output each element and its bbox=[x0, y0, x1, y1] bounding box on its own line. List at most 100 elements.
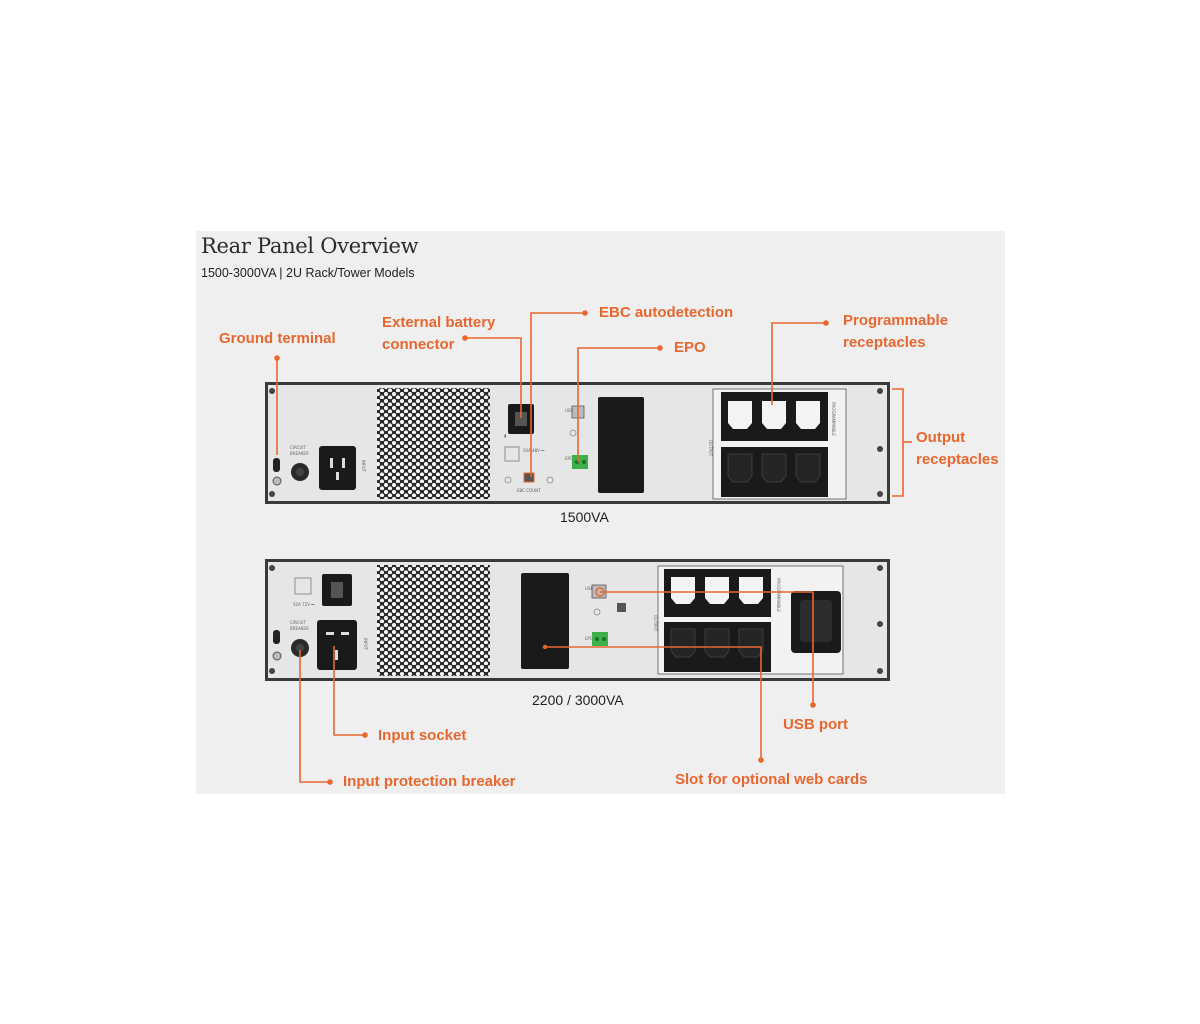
ebc-autodetection-line bbox=[530, 312, 585, 477]
ebc-count-label: EBC COUNT bbox=[517, 488, 541, 493]
outlet bbox=[795, 453, 821, 483]
circuit-breaker-label-2: BREAKER bbox=[290, 626, 309, 631]
output-outlets bbox=[727, 453, 821, 483]
socket-pin bbox=[330, 458, 333, 468]
breaker-button bbox=[296, 644, 304, 652]
output-outlets bbox=[670, 628, 764, 658]
input-label: INPUT bbox=[361, 460, 366, 473]
screw-hole bbox=[593, 608, 601, 616]
callout-dot bbox=[542, 644, 548, 650]
screw bbox=[877, 491, 883, 497]
screw bbox=[877, 565, 883, 571]
web-card-line bbox=[545, 646, 762, 760]
input-label: INPUT bbox=[363, 638, 368, 651]
external-battery-line bbox=[465, 337, 522, 418]
screw-hole bbox=[504, 476, 512, 484]
epo-connector bbox=[572, 455, 588, 469]
screw bbox=[269, 491, 275, 497]
callout-dot bbox=[274, 355, 280, 361]
callout-input-socket: Input socket bbox=[378, 727, 467, 744]
battery-rating: 50A 48V ⎓ bbox=[523, 448, 545, 453]
callout-epo: EPO bbox=[674, 339, 706, 356]
page-subtitle: 1500-3000VA | 2U Rack/Tower Models bbox=[201, 266, 415, 280]
ground-screw bbox=[272, 476, 282, 486]
input-breaker-line bbox=[299, 650, 330, 783]
fan-grille bbox=[377, 388, 490, 499]
screw bbox=[877, 668, 883, 674]
callout-programmable: Programmable bbox=[843, 312, 949, 329]
callout-dot bbox=[823, 320, 829, 326]
model-label-1500va: 1500VA bbox=[560, 509, 609, 525]
outlet bbox=[739, 577, 763, 604]
callout-ground-terminal: Ground terminal bbox=[219, 330, 336, 347]
outlet bbox=[728, 401, 752, 429]
page-title: Rear Panel Overview bbox=[201, 234, 419, 258]
epo-line bbox=[577, 347, 660, 462]
callout-dot bbox=[462, 335, 468, 341]
outlet bbox=[670, 628, 696, 658]
callout-input-breaker: Input protection breaker bbox=[343, 773, 516, 790]
callout-dot bbox=[327, 779, 333, 785]
web-card-slot bbox=[598, 397, 644, 493]
programmable-label: PROGRAMMABLE bbox=[776, 578, 781, 612]
output-label: OUTPUT bbox=[653, 615, 658, 632]
callout-dot bbox=[362, 732, 368, 738]
programmable-label: PROGRAMMABLE bbox=[831, 402, 836, 436]
outlet bbox=[762, 401, 786, 429]
callout-dot bbox=[582, 310, 588, 316]
programmable-outlets bbox=[671, 577, 763, 604]
diagram-card bbox=[196, 231, 1005, 794]
panel-1500va: CIRCUIT BREAKER INPUT ▮ 50A 48V ⎓ EBC CO… bbox=[265, 382, 890, 504]
callout-dots bbox=[274, 310, 829, 785]
outlet bbox=[796, 401, 820, 429]
screw bbox=[269, 388, 275, 394]
panel-2200-3000va: 50A 72V ⎓ CIRCUIT BREAKER INPUT USB EPO … bbox=[265, 559, 890, 681]
callout-lines bbox=[276, 312, 912, 783]
outlet bbox=[761, 453, 787, 483]
callout-output-2: receptacles bbox=[916, 451, 999, 468]
output-bracket bbox=[892, 388, 904, 497]
ebc-connector bbox=[523, 472, 535, 483]
usb-label: USB bbox=[565, 408, 573, 413]
ground-screw bbox=[272, 651, 282, 661]
breaker-button bbox=[296, 468, 304, 476]
epo-pin bbox=[582, 460, 586, 464]
epo-connector bbox=[592, 632, 608, 646]
screw bbox=[877, 446, 883, 452]
callout-external-battery: External battery bbox=[382, 314, 496, 331]
outlet bbox=[738, 628, 764, 658]
battery-symbol bbox=[504, 446, 520, 462]
ebc-connector bbox=[617, 603, 626, 612]
input-socket bbox=[319, 446, 356, 490]
battery-symbol bbox=[294, 577, 312, 595]
outlet bbox=[705, 577, 729, 604]
outlet bbox=[704, 628, 730, 658]
usb-port-marker bbox=[595, 587, 605, 597]
screw bbox=[269, 565, 275, 571]
screw bbox=[877, 621, 883, 627]
callout-dot bbox=[810, 702, 816, 708]
screw-hole bbox=[546, 476, 554, 484]
programmable-line bbox=[771, 322, 826, 405]
high-power-outlet-face bbox=[800, 600, 832, 642]
fan-grille bbox=[377, 565, 490, 676]
socket-pin bbox=[326, 632, 334, 635]
outlet bbox=[727, 453, 753, 483]
callout-output: Output bbox=[916, 429, 966, 446]
epo-pin bbox=[595, 637, 599, 641]
battery-connector-pin bbox=[331, 582, 343, 598]
epo-pin bbox=[602, 637, 606, 641]
callout-dot bbox=[657, 345, 663, 351]
input-socket-line bbox=[333, 646, 365, 736]
web-card-slot bbox=[521, 573, 569, 669]
callout-usb-port: USB port bbox=[783, 716, 848, 733]
epo-label: EPO bbox=[585, 636, 593, 641]
output-label: OUTPUT bbox=[708, 440, 713, 457]
usb-label: USB bbox=[585, 586, 593, 591]
battery-mark: ▮ bbox=[504, 433, 506, 438]
model-label-2200-3000va: 2200 / 3000VA bbox=[532, 692, 624, 708]
battery-connector-pin bbox=[515, 412, 527, 426]
socket-pin bbox=[336, 472, 339, 480]
circuit-breaker-label: CIRCUIT bbox=[290, 445, 306, 450]
